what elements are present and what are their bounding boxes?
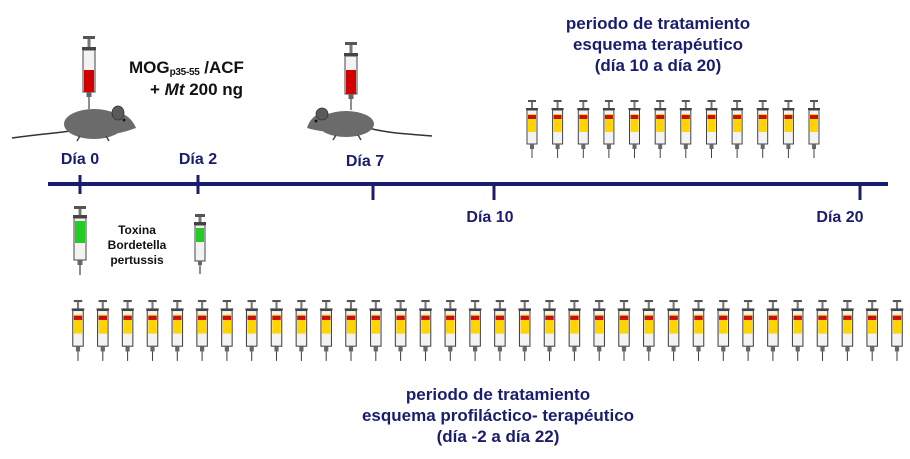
prophylactic-line-1: periodo de tratamiento xyxy=(405,385,591,404)
plus-sign: + xyxy=(150,80,165,99)
mt-dose-label: + Mt 200 ng xyxy=(150,79,243,100)
prophylactic-syringe-icon xyxy=(716,299,731,362)
prophylactic-syringe-group xyxy=(71,299,904,362)
therapeutic-syringe-icon xyxy=(628,99,641,159)
prophylactic-line-3: (día -2 a día 22) xyxy=(436,427,560,446)
prophylactic-syringe-icon xyxy=(269,299,284,362)
prophylactic-syringe-icon xyxy=(368,299,383,362)
therapeutic-syringe-icon xyxy=(602,99,616,159)
prophylactic-syringe-icon xyxy=(170,299,185,362)
prophylactic-syringe-icon xyxy=(443,299,458,362)
prophylactic-syringe-icon xyxy=(790,299,805,362)
mouse-icon xyxy=(307,107,433,141)
prophylactic-syringe-icon xyxy=(542,299,557,362)
therapeutic-line-2: esquema terapéutico xyxy=(572,35,744,54)
therapeutic-syringe-icon xyxy=(653,99,667,159)
toxin-line-3: pertussis xyxy=(110,253,164,267)
toxin-line-1: Toxina xyxy=(118,223,156,237)
prophylactic-syringe-icon xyxy=(418,299,433,362)
prophylactic-syringe-icon xyxy=(617,299,631,362)
mouse-icon xyxy=(11,105,136,142)
prophylactic-syringe-icon xyxy=(468,299,482,362)
day-label-2: Día 2 xyxy=(178,151,218,168)
therapeutic-syringe-icon xyxy=(705,99,718,159)
day-label-20: Día 20 xyxy=(816,209,864,226)
toxin-syringe-icon xyxy=(73,206,87,275)
antigen-subscript: p35-55 xyxy=(169,67,200,78)
therapeutic-syringe-icon xyxy=(525,99,539,159)
prophylactic-period-label: periodo de tratamiento esquema profiláct… xyxy=(362,384,634,447)
adjuvant-name: /ACF xyxy=(199,58,244,77)
prophylactic-syringe-icon xyxy=(319,299,334,362)
prophylactic-syringe-icon xyxy=(493,299,507,362)
prophylactic-syringe-icon xyxy=(95,299,110,362)
prophylactic-line-2: esquema profiláctico- terapéutico xyxy=(361,406,635,425)
therapeutic-syringe-icon xyxy=(551,99,565,159)
prophylactic-syringe-icon xyxy=(120,299,135,362)
prophylactic-syringe-icon xyxy=(766,299,780,362)
day-label-10: Día 10 xyxy=(466,209,514,226)
therapeutic-line-1: periodo de tratamiento xyxy=(565,14,751,33)
prophylactic-syringe-icon xyxy=(666,299,681,362)
prophylactic-syringe-icon xyxy=(592,299,607,362)
therapeutic-syringe-icon xyxy=(781,99,795,159)
prophylactic-syringe-icon xyxy=(220,299,234,362)
toxin-label: Toxina Bordetella pertussis xyxy=(108,223,167,268)
prophylactic-syringe-icon xyxy=(815,299,830,362)
prophylactic-syringe-icon xyxy=(71,299,85,362)
therapeutic-syringe-icon xyxy=(807,99,821,159)
prophylactic-syringe-icon xyxy=(244,299,259,362)
toxin-line-2: Bordetella xyxy=(107,238,167,252)
prophylactic-syringe-icon xyxy=(691,299,706,362)
day-label-7: Día 7 xyxy=(345,153,385,170)
prophylactic-syringe-icon xyxy=(145,299,160,362)
mt-name: Mt xyxy=(164,80,185,99)
therapeutic-period-label: periodo de tratamiento esquema terapéuti… xyxy=(566,13,750,76)
prophylactic-syringe-icon xyxy=(517,299,532,362)
day-label-0: Día 0 xyxy=(60,151,100,168)
prophylactic-syringe-icon xyxy=(195,299,209,362)
prophylactic-syringe-icon xyxy=(641,299,656,362)
antigen-name: MOG xyxy=(129,58,170,77)
therapeutic-syringe-icon xyxy=(756,99,770,159)
prophylactic-syringe-icon xyxy=(865,299,880,362)
prophylactic-syringe-icon xyxy=(890,299,904,362)
therapeutic-syringe-icon xyxy=(730,99,744,159)
toxin-syringe-icon xyxy=(194,214,206,274)
dose-value: 200 ng xyxy=(184,80,244,99)
prophylactic-syringe-icon xyxy=(344,299,358,362)
prophylactic-syringe-icon xyxy=(294,299,309,362)
therapeutic-syringe-icon xyxy=(576,99,590,159)
prophylactic-syringe-icon xyxy=(741,299,755,362)
immunization-label: MOGp35-55 /ACF xyxy=(129,57,244,83)
therapeutic-line-3: (día 10 a día 20) xyxy=(594,56,722,75)
immunization-syringe-icon xyxy=(82,36,96,109)
prophylactic-syringe-icon xyxy=(840,299,855,362)
prophylactic-syringe-icon xyxy=(567,299,582,362)
therapeutic-syringe-icon xyxy=(679,99,693,159)
therapeutic-syringe-group xyxy=(525,99,821,159)
immunization-syringe-icon xyxy=(344,42,358,110)
prophylactic-syringe-icon xyxy=(393,299,408,362)
